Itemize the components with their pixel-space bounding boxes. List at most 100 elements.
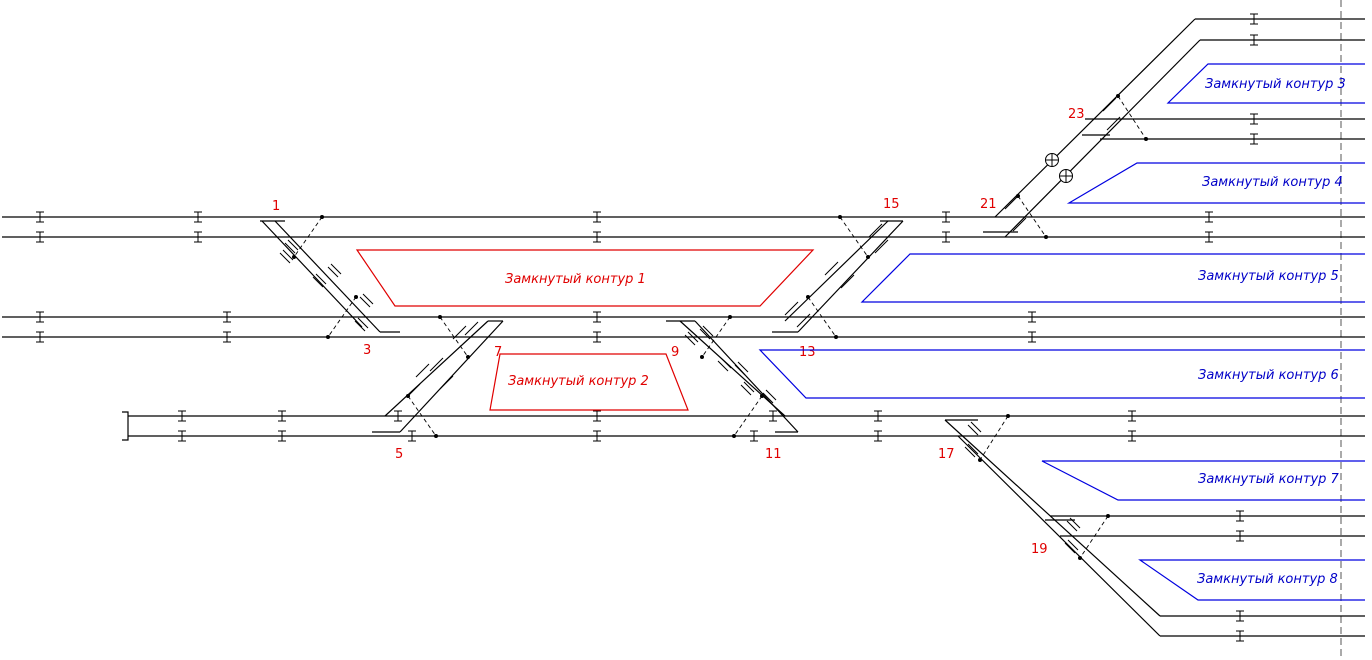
insulating-joint-icon: [942, 231, 950, 243]
insulating-joint-icon: [769, 410, 777, 422]
insulating-joint-icon: [593, 430, 601, 442]
contour-1: Замкнутый контур 1: [355, 249, 815, 307]
insulating-joint-icon: [408, 430, 416, 442]
contour-label: Замкнутый контур 3: [1205, 77, 1346, 92]
insulating-joint-icon: [942, 211, 950, 223]
switch-number: 21: [980, 197, 997, 212]
insulating-joint-icon: [1106, 116, 1121, 131]
buffer-stop-icon: [122, 411, 129, 441]
insulating-joint-icon: [429, 357, 444, 372]
insulating-joint-icon: [593, 331, 601, 343]
insulating-joint-icon: [1028, 331, 1036, 343]
insulating-joint-icon: [1250, 133, 1258, 145]
insulating-joint-icon: [967, 421, 982, 436]
insulating-joint-icon: [452, 325, 467, 340]
switch-number: 1: [272, 199, 280, 214]
insulating-joint-icon: [36, 311, 44, 323]
contour-label: Замкнутый контур 1: [505, 272, 646, 287]
switch-number: 19: [1031, 542, 1048, 557]
insulating-joint-icon: [1012, 217, 1027, 232]
insulating-joint-icon: [1236, 630, 1244, 642]
insulating-joint-icon: [1004, 195, 1019, 210]
insulating-joint-icon: [327, 263, 342, 278]
insulating-joint-icon: [1250, 113, 1258, 125]
insulating-joint-icon: [1128, 430, 1136, 442]
contour-label: Замкнутый контур 6: [1198, 368, 1339, 383]
contour-3: Замкнутый контур 3: [1166, 63, 1365, 104]
insulating-joint-icon: [840, 274, 855, 289]
insulating-joint-icon: [593, 410, 601, 422]
insulating-joint-icon: [178, 410, 186, 422]
insulating-joint-icon: [1236, 610, 1244, 622]
insulating-joint-icon: [223, 311, 231, 323]
insulating-joint-icon: [439, 375, 454, 390]
contour-5: Замкнутый контур 5: [860, 253, 1365, 303]
insulating-joint-icon: [279, 249, 294, 264]
switch-number: 13: [799, 345, 816, 360]
contour-4: Замкнутый контур 4: [1066, 162, 1365, 204]
insulating-joint-icon: [874, 239, 889, 254]
insulating-joint-icon: [796, 313, 811, 328]
contour-label: Замкнутый контур 8: [1197, 572, 1338, 587]
insulating-joint-icon: [194, 211, 202, 223]
contour-8: Замкнутый контур 8: [1138, 559, 1365, 601]
insulating-joint-icon: [1250, 34, 1258, 46]
insulating-joint-icon: [1102, 97, 1117, 112]
insulating-joint-icon: [874, 410, 882, 422]
insulating-joint-icon: [278, 410, 286, 422]
insulating-joint-icon: [684, 331, 699, 346]
insulating-joint-icon: [784, 301, 799, 316]
insulating-joint-icon: [1064, 539, 1079, 554]
insulating-joint-icon: [1128, 410, 1136, 422]
contour-6: Замкнутый контур 6: [758, 349, 1365, 399]
insulating-joint-icon: [312, 273, 327, 288]
insulating-joint-icon: [278, 430, 286, 442]
switch-number: 23: [1068, 107, 1085, 122]
insulating-joint-icon: [734, 361, 749, 376]
insulating-joint-icon: [593, 211, 601, 223]
main-tracks: [2, 18, 1365, 637]
insulating-joint-icon: [1205, 211, 1213, 223]
insulating-joint-icon: [868, 223, 883, 238]
contour-7: Замкнутый контур 7: [1041, 460, 1365, 501]
insulating-joint-icon: [415, 363, 430, 378]
insulating-joint-icon: [699, 325, 714, 340]
signal-icon: [1045, 153, 1059, 167]
switch-number: 3: [363, 343, 371, 358]
insulating-joint-icon: [36, 331, 44, 343]
insulating-joint-icon: [593, 311, 601, 323]
insulating-joint-icon: [1028, 311, 1036, 323]
switch-number: 17: [938, 447, 955, 462]
insulating-joint-icon: [762, 389, 777, 404]
insulating-joint-icon: [406, 383, 421, 398]
insulating-joint-icon: [717, 357, 732, 372]
insulating-joint-icon: [36, 211, 44, 223]
contour-label: Замкнутый контур 2: [508, 374, 649, 389]
insulating-joint-icon: [178, 430, 186, 442]
insulating-joint-icon: [284, 239, 299, 254]
insulating-joint-icon: [1205, 231, 1213, 243]
contour-2: Замкнутый контур 2: [489, 353, 689, 411]
insulating-joint-icon: [194, 231, 202, 243]
insulating-joint-icon: [394, 410, 402, 422]
insulating-joint-icon: [354, 317, 369, 332]
switch-number: 7: [494, 345, 502, 360]
insulating-joint-icon: [359, 293, 374, 308]
insulating-joint-icon: [1066, 517, 1081, 532]
insulating-joint-icon: [593, 231, 601, 243]
switch-number: 5: [395, 447, 403, 462]
contour-label: Замкнутый контур 5: [1198, 269, 1339, 284]
contour-label: Замкнутый контур 4: [1202, 175, 1343, 190]
insulating-joint-icon: [223, 331, 231, 343]
insulating-joint-icon: [464, 321, 479, 336]
contour-label: Замкнутый контур 7: [1198, 472, 1340, 487]
insulating-joint-icon: [1236, 530, 1244, 542]
insulating-joint-icon: [964, 443, 979, 458]
insulating-joint-icon: [36, 231, 44, 243]
switch-numbers: 1 3 5 7 9 11 13 15 17 19 21 23: [272, 107, 1085, 557]
insulating-joint-icon: [36, 13, 1258, 642]
insulating-joint-icon: [1250, 13, 1258, 25]
insulating-joint-icon: [874, 430, 882, 442]
insulating-joint-icon: [1236, 510, 1244, 522]
insulating-joint-icon: [740, 381, 755, 396]
